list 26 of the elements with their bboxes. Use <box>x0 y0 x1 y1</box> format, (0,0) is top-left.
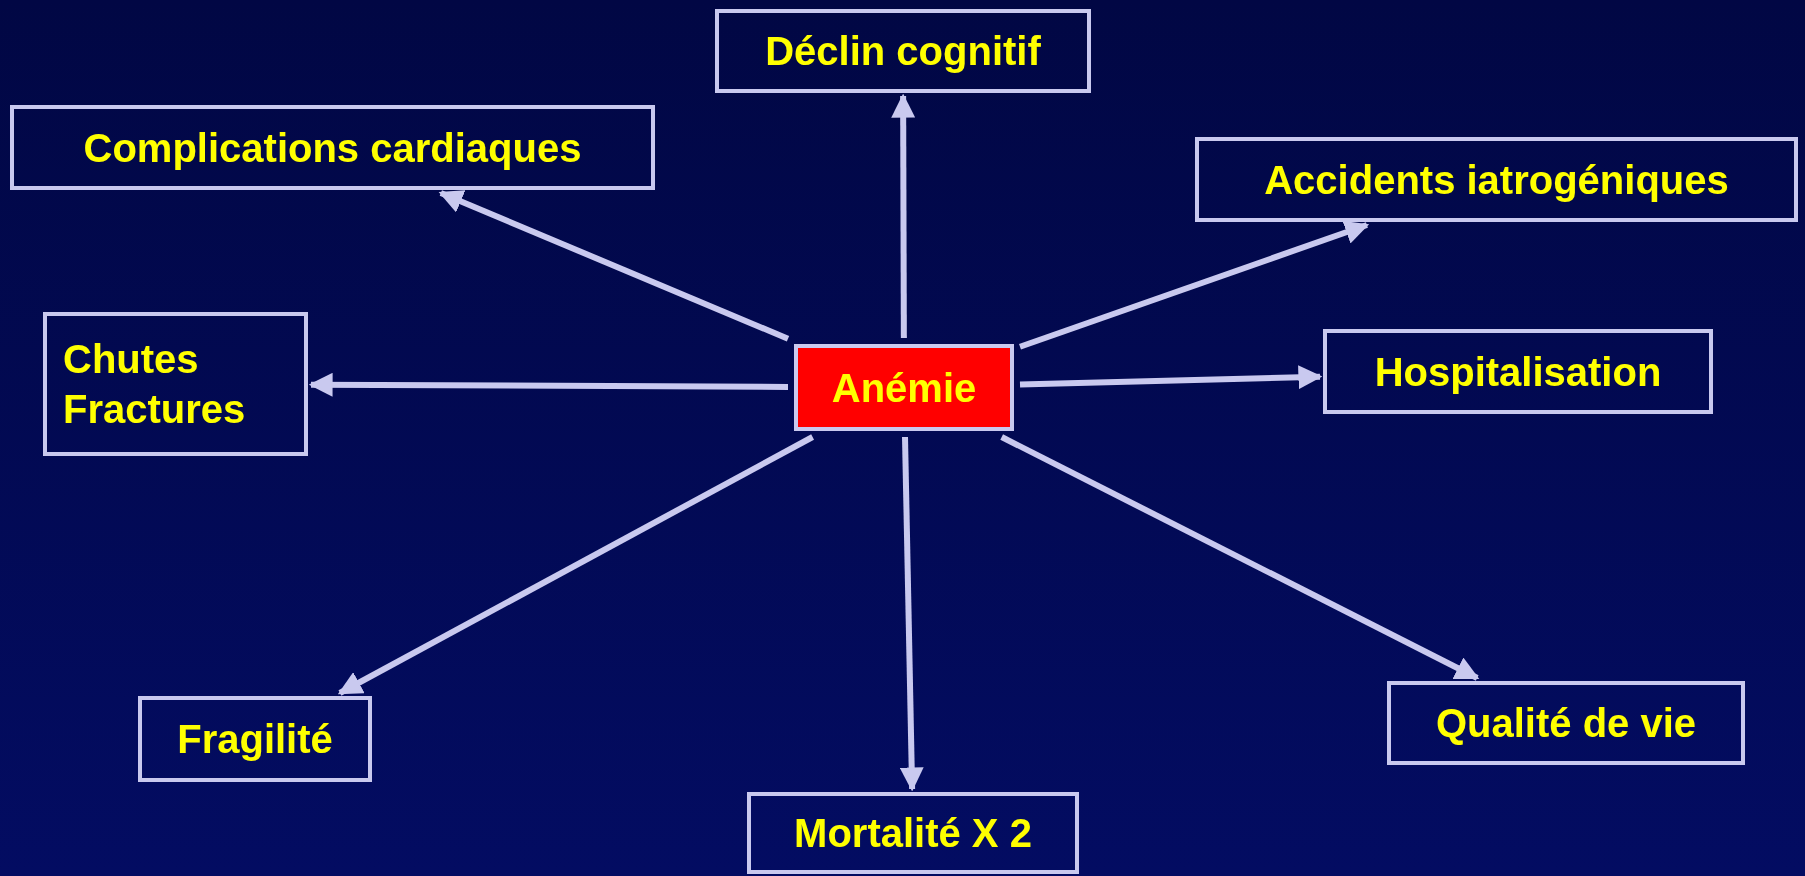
box-label: Accidents iatrogéniques <box>1264 156 1729 204</box>
outcome-box <box>1195 137 1798 222</box>
outcome-box <box>1387 681 1745 765</box>
arrow <box>308 372 788 397</box>
box-label: Déclin cognitif <box>765 28 1041 75</box>
outcome-box <box>1323 329 1713 414</box>
box-label: Complications cardiaques <box>83 124 582 172</box>
arrow <box>891 93 916 338</box>
outcome-box <box>43 312 308 456</box>
arrow <box>1019 220 1370 350</box>
arrow <box>1019 365 1323 390</box>
outcome-box <box>715 9 1091 93</box>
outcome-box <box>138 696 372 782</box>
box-label: Mortalité X 2 <box>794 810 1032 857</box>
box-label: Anémie <box>831 364 977 412</box>
outcome-box <box>10 105 655 190</box>
arrow <box>899 436 924 792</box>
arrow <box>1000 434 1480 681</box>
outcome-box <box>747 792 1079 874</box>
central-box <box>794 344 1014 431</box>
box-label: Chutes Fractures <box>63 336 247 433</box>
arrow <box>438 190 790 342</box>
arrow <box>337 434 815 696</box>
box-label: Qualité de vie <box>1435 700 1697 747</box>
box-label: Fragilité <box>177 716 333 763</box>
box-label: Hospitalisation <box>1374 348 1662 396</box>
